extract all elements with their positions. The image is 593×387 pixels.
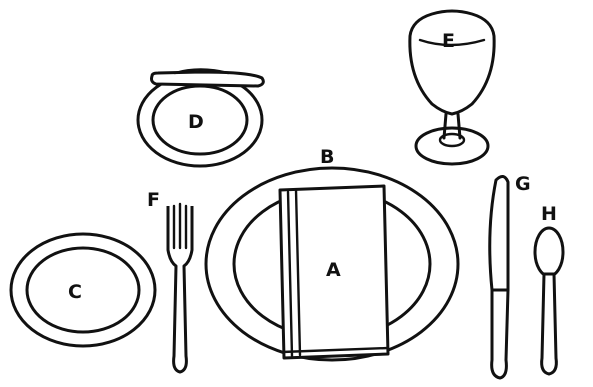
label-e: E (442, 30, 455, 52)
label-f: F (147, 189, 160, 211)
label-a: A (326, 259, 341, 281)
knife-g (490, 176, 508, 378)
label-g: G (515, 173, 531, 195)
label-d: D (188, 111, 204, 133)
label-c: C (68, 281, 82, 303)
spoon-h (535, 228, 563, 374)
butter-knife (152, 70, 264, 87)
salad-plate-c (11, 234, 155, 346)
label-b: B (320, 146, 334, 168)
fork-f (168, 204, 192, 372)
label-h: H (541, 203, 557, 225)
